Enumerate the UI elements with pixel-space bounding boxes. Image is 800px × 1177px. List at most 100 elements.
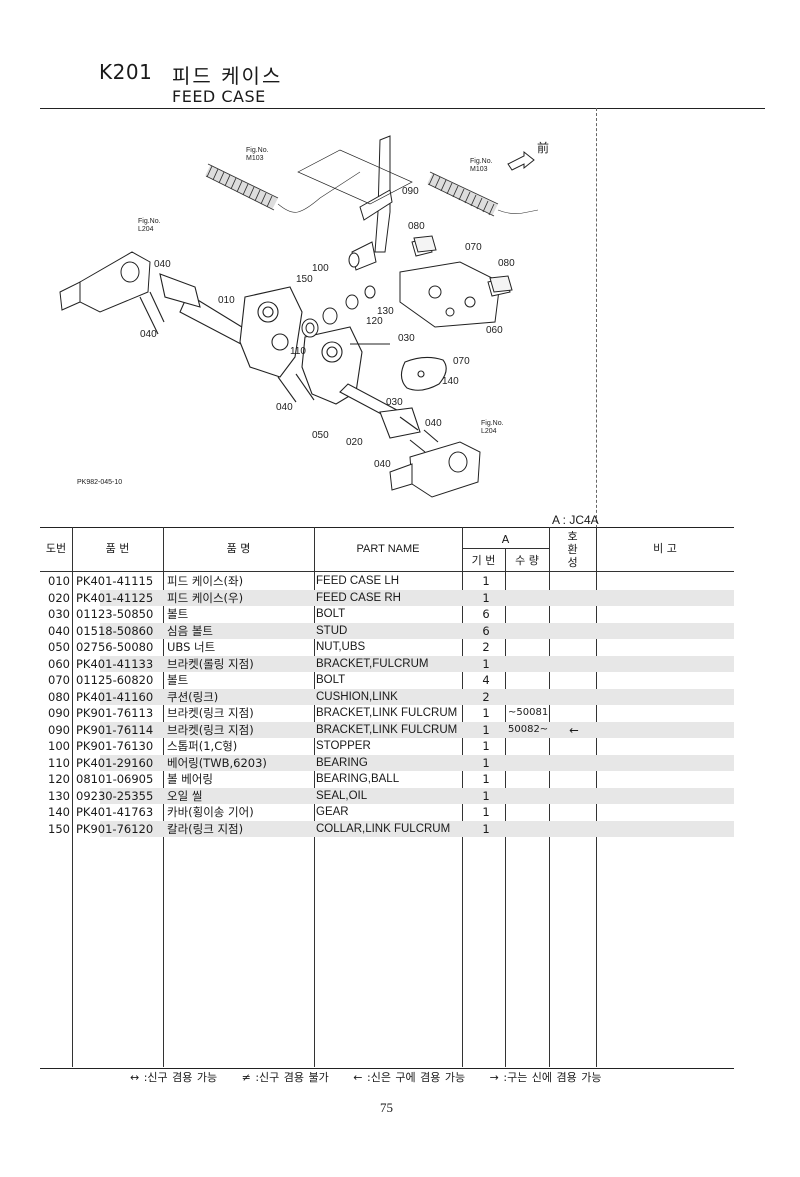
serial-range-cell [508, 804, 552, 821]
callout-labels: 090 080 070 080 040 100 150 010 130 120 … [140, 186, 515, 470]
callout-060: 060 [486, 325, 503, 336]
compatibility-cell: ← [569, 722, 579, 737]
part-name-cell: BEARING [316, 756, 368, 769]
figref-m103-a-line1: Fig.No. [246, 147, 269, 154]
col-header-group-a: A [501, 533, 510, 546]
serial-range-cell [508, 771, 552, 788]
callout-050: 050 [312, 430, 329, 441]
col-header-serial: 수 량 [515, 554, 539, 567]
part-name-cell: BRACKET,LINK FULCRUM [316, 707, 458, 719]
ref-cell: 030 [48, 607, 70, 621]
serial-range-cell: 50082~ [508, 723, 549, 735]
callout-020: 020 [346, 437, 363, 448]
korean-name-cell: 칼라(링크 지점) [167, 821, 244, 836]
figure-code: PK982-045-10 [77, 479, 123, 486]
korean-name-cell: 볼 베어링 [167, 772, 213, 786]
serial-range-cell [508, 623, 552, 640]
figref-m103-b-line1: Fig.No. [470, 158, 493, 165]
serial-range-cell [508, 590, 552, 607]
compatibility-cell [552, 672, 596, 689]
korean-name-cell: 스톱퍼(1,C형) [167, 739, 238, 753]
part-number-cell: 01518-50860 [76, 623, 154, 638]
legend-item: → :구는 신에 겸용 가능 [489, 1071, 602, 1084]
table-row: 040 01518-50860 심음 볼트 STUD 6 [40, 622, 734, 640]
part-name-cell: SEAL,OIL [316, 789, 368, 802]
figref-m103-a-line2: M103 [246, 155, 264, 162]
page-title-korean: 피드 케이스 [172, 64, 283, 88]
ref-cell: 070 [48, 673, 70, 687]
part-name-cell: STUD [316, 624, 348, 637]
korean-name-cell: 심음 볼트 [167, 623, 213, 638]
quantity-cell: 1 [482, 590, 490, 605]
compatibility-cell [552, 606, 596, 623]
compatibility-legend: ↔ :신구 겸용 가능 ≠ :신구 겸용 불가 ← :신은 구에 겸용 가능 →… [130, 1069, 622, 1085]
part-name-cell: BRACKET,LINK FULCRUM [316, 723, 458, 736]
parts-table [40, 527, 734, 1069]
bearing-seal-drawing [301, 285, 376, 338]
figure-references: Fig.No. M103 Fig.No. M103 Fig.No. L204 F… [138, 147, 504, 435]
col-header-qty: 기 번 [471, 554, 496, 567]
part-number-cell: 01125-60820 [76, 673, 154, 687]
serial-range-cell [508, 639, 552, 656]
korean-name-cell: 볼트 [167, 673, 189, 687]
quantity-cell: 2 [482, 689, 490, 704]
col-header-korean-name: 품 명 [226, 542, 251, 555]
ref-cell: 140 [48, 805, 70, 819]
quantity-cell: 1 [482, 772, 490, 786]
callout-080b: 080 [498, 258, 515, 269]
part-name-cell: BOLT [316, 608, 346, 620]
quantity-cell: 1 [482, 706, 490, 720]
compatibility-cell [552, 788, 596, 805]
bracket-link-fulcrum-drawing [297, 135, 413, 271]
compatibility-cell [552, 755, 596, 772]
quantity-cell: 1 [482, 656, 490, 671]
korean-name-cell: 카바(횡이송 기어) [167, 805, 254, 819]
compatibility-cell [552, 656, 596, 673]
part-name-cell: FEED CASE LH [316, 575, 400, 587]
serial-range-cell [508, 738, 552, 755]
part-number-cell: PK901-76114 [76, 722, 154, 737]
compatibility-cell [552, 738, 596, 755]
callout-040: 040 [154, 259, 171, 270]
korean-name-cell: UBS 너트 [167, 640, 216, 654]
callout-030: 030 [398, 333, 415, 344]
figref-l204-a-line2: L204 [138, 226, 154, 233]
ref-cell: 040 [48, 623, 70, 638]
quantity-cell: 1 [482, 722, 490, 737]
quantity-cell: 1 [482, 574, 490, 588]
part-number-cell: PK401-41160 [76, 689, 154, 704]
part-name-cell: NUT,UBS [316, 641, 366, 653]
stud-bolt-drawing [139, 291, 439, 453]
ref-cell: 050 [48, 640, 70, 654]
compatibility-cell [552, 639, 596, 656]
quantity-cell: 1 [482, 821, 490, 836]
callout-040d: 040 [374, 459, 391, 470]
quantity-cell: 6 [482, 607, 490, 621]
exploded-parts-diagram: 090 080 070 080 040 100 150 010 130 120 … [59, 135, 549, 498]
callout-070: 070 [465, 242, 482, 253]
part-name-cell: GEAR [316, 806, 349, 818]
side-cover-right-drawing [389, 441, 481, 498]
compatibility-cell [552, 623, 596, 640]
ref-cell: 150 [48, 821, 70, 836]
serial-range-cell [508, 788, 552, 805]
page-title-english: FEED CASE [172, 87, 266, 106]
part-number-cell: PK401-41115 [76, 574, 154, 588]
callout-090: 090 [402, 186, 419, 197]
callout-070b: 070 [453, 356, 470, 367]
serial-range-cell [508, 573, 552, 590]
callout-080: 080 [408, 221, 425, 232]
quantity-cell: 1 [482, 805, 490, 819]
col-header-remarks: 비 고 [653, 542, 677, 555]
quantity-cell: 6 [482, 623, 490, 638]
ref-cell: 090 [48, 706, 70, 720]
col-header-ref: 도번 [45, 542, 67, 555]
ref-cell: 130 [48, 788, 70, 803]
korean-name-cell: 볼트 [167, 607, 189, 621]
